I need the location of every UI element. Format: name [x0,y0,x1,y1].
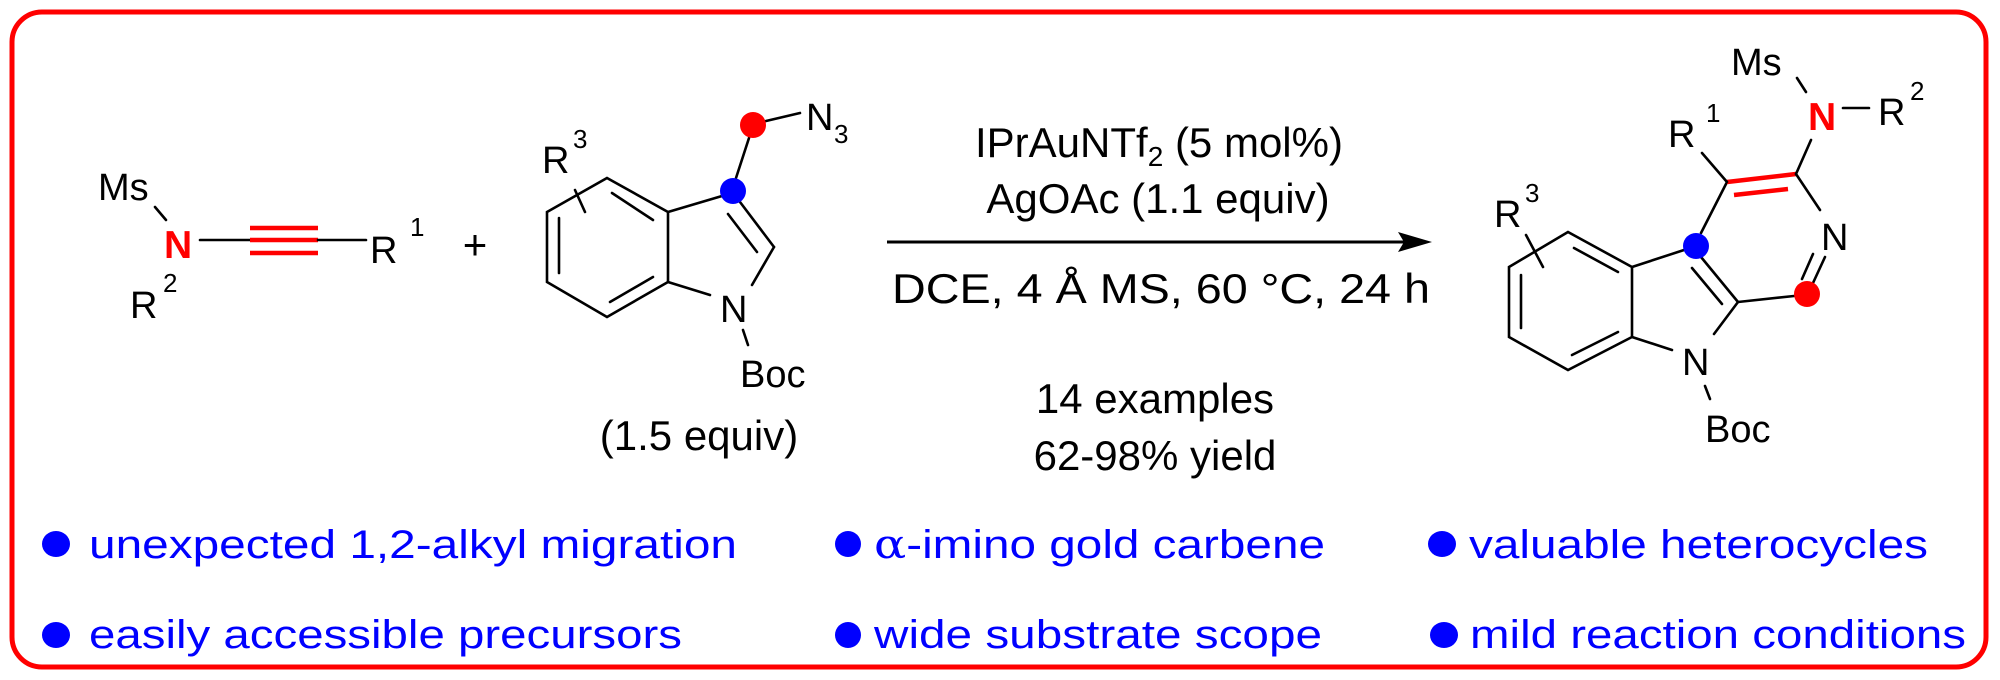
blue-atom-marker [720,178,746,204]
bond [726,212,759,254]
bullet-icon [835,622,861,648]
bond [1800,252,1815,281]
bond [573,188,587,214]
bond [1703,384,1712,401]
bond [153,205,168,222]
plus-sign: + [463,221,488,268]
r3-label: R [1494,194,1521,236]
reactant-indole: N 3 R 3 N Boc (1.5 equiv) [542,97,848,459]
red-double-bond [1733,186,1789,198]
bond [1630,335,1674,352]
bond [1794,172,1822,212]
azide-label: N [806,97,833,139]
bond [1700,151,1729,184]
r2-superscript: 2 [1910,76,1924,106]
bond [1630,248,1686,269]
bond [1699,255,1740,304]
red-atom-marker [740,112,766,138]
bond [1690,266,1724,306]
bullet-icon [42,622,70,648]
ms-label: Ms [98,167,149,209]
bond [1572,246,1620,274]
alpha-symbol: α [874,522,906,568]
r3-label: R [542,140,569,182]
bond [1736,294,1796,304]
bond [1811,255,1827,285]
yield-range: 62-98% yield [1034,432,1277,479]
bond [734,136,751,180]
feature-item: mild reaction conditions [1470,613,1966,657]
solvent-label: DCE, 4 Å MS, 60 °C, 24 h [892,265,1430,312]
bond [1524,233,1545,269]
equiv-label: (1.5 equiv) [600,412,798,459]
bond [666,280,712,297]
additive-label: AgOAc (1.1 equiv) [986,175,1329,222]
reaction-conditions: IPrAuNTf2 (5 mol%) AgOAc (1.1 equiv) DCE… [887,119,1432,479]
bullet-icon [1430,622,1458,648]
bond [1699,180,1729,235]
bullet-icon [1428,531,1456,557]
r1-label: R [1668,114,1695,156]
r3-superscript: 3 [1525,178,1539,208]
arrow-head-icon [1398,232,1432,252]
bullet-icon [835,531,861,557]
r1-superscript: 1 [410,212,424,242]
r2-label: R [130,285,157,327]
feature-item: wide substrate scope [873,613,1322,657]
bond [666,194,724,214]
bullet-icon [42,531,70,557]
bond [1712,300,1740,336]
catalyst-subscript: 2 [1148,141,1164,172]
indole-nitrogen-label: N [720,289,747,331]
bond [610,191,655,222]
red-double-bond [1726,171,1797,185]
bond [738,200,776,249]
r1-label: R [370,230,397,272]
feature-item: α-imino gold carbene [874,522,1325,568]
nitrogen-label: N [164,224,192,267]
feature-item: valuable heterocycles [1469,523,1928,567]
azide-subscript: 3 [834,119,848,149]
bond [1570,330,1620,357]
bond [1794,138,1813,176]
benzene-ring [1507,230,1634,372]
bond [764,111,802,123]
bond [750,245,776,287]
r3-superscript: 3 [573,124,587,154]
ms-label: Ms [1731,42,1782,84]
benzene-ring [545,176,670,319]
frame-border [9,9,1989,670]
indole-nitrogen-label: N [1682,342,1709,384]
boc-label: Boc [740,354,805,396]
bond [608,275,655,304]
r2-label: R [1878,92,1905,134]
r1-superscript: 1 [1706,98,1720,128]
bond [741,328,750,347]
examples-count: 14 examples [1036,375,1274,422]
red-atom-marker [1794,281,1820,307]
feature-item: unexpected 1,2-alkyl migration [89,523,737,567]
blue-atom-marker [1683,233,1709,259]
product-structure: Ms N R 2 R 1 R 3 N N Boc [1494,42,1924,451]
boc-label: Boc [1705,409,1770,451]
catalyst-label: IPrAuNTf2 (5 mol%) [975,119,1343,172]
ring-nitrogen-label: N [1821,217,1848,259]
feature-item: easily accessible precursors [89,613,682,657]
bond [1795,76,1808,94]
r2-superscript: 2 [163,268,177,298]
amine-nitrogen-label: N [1808,96,1836,139]
reactant-ynamide: Ms N R 1 R 2 [98,167,424,327]
feature-list: unexpected 1,2-alkyl migration α-imino g… [42,522,1966,657]
